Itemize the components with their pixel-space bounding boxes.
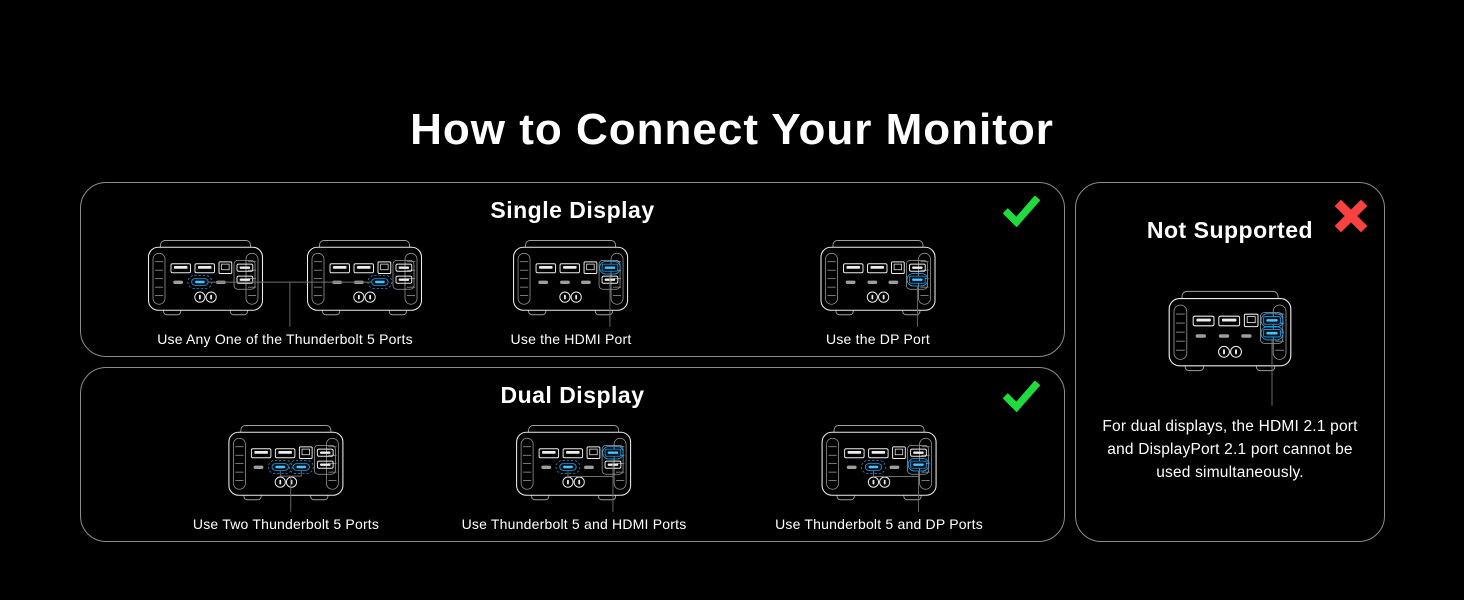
device-illustration: [820, 239, 936, 327]
check-icon: [1003, 196, 1040, 227]
mini-pc-rear: [820, 239, 936, 315]
mini-pc-rear: [228, 424, 344, 500]
not-supported-header: Not Supported: [1146, 199, 1368, 245]
mini-pc-rear: [516, 424, 632, 500]
not-supported-panel: Not Supported For dual displays, the HDM…: [1075, 182, 1385, 542]
not-supported-note: For dual displays, the HDMI 2.1 port and…: [1102, 417, 1358, 482]
mini-pc-rear: [306, 239, 423, 315]
page-title: How to Connect Your Monitor: [410, 105, 1054, 154]
dual-display-header: Dual Display: [81, 368, 1064, 412]
connector-line: [279, 470, 302, 512]
device-illustration: [1168, 290, 1292, 406]
check-icon: [1003, 381, 1040, 412]
device-illustration: [821, 424, 937, 512]
device-illustration: [516, 424, 632, 512]
device-illustration: [228, 424, 344, 512]
figure-label: Use Two Thunderbolt 5 Ports: [192, 515, 380, 532]
mini-pc-rear: [513, 239, 629, 315]
device-figure: Use the HDMI Port: [511, 238, 632, 347]
device-figure: Use Thunderbolt 5 and DP Ports: [775, 423, 983, 532]
figure-label: Use Thunderbolt 5 and HDMI Ports: [461, 515, 687, 532]
figure-label: Use the DP Port: [826, 330, 930, 347]
device-figure: Use Two Thunderbolt 5 Ports: [193, 423, 379, 532]
figure-label: Use Thunderbolt 5 and DP Ports: [775, 515, 983, 532]
device-figure: Use Thunderbolt 5 and HDMI Ports: [462, 423, 687, 532]
connector-line: [208, 281, 372, 327]
connector-line: [872, 470, 919, 512]
mini-pc-rear: [147, 239, 264, 315]
device-illustration: [513, 239, 629, 327]
dual-display-figures: Use Two Thunderbolt 5 Ports Use Thunderbo…: [81, 423, 1064, 535]
dual-display-panel: Dual Display Use Two Thunderbolt 5 Ports…: [80, 367, 1065, 542]
cross-icon: [1334, 199, 1368, 233]
connector-line: [567, 459, 614, 512]
figure-label: Use Any One of the Thunderbolt 5 Ports: [157, 330, 413, 347]
mini-pc-rear: [821, 424, 937, 500]
content-row: Single Display Use Any One of the Thunde…: [80, 182, 1385, 542]
section-title-not-supported: Not Supported: [1146, 217, 1314, 243]
device-illustration: [147, 239, 423, 327]
section-title-single: Single Display: [490, 197, 655, 223]
single-display-header: Single Display: [81, 183, 1064, 227]
single-display-figures: Use Any One of the Thunderbolt 5 Ports Us…: [81, 238, 1064, 350]
section-title-dual: Dual Display: [500, 382, 645, 408]
single-display-panel: Single Display Use Any One of the Thunde…: [80, 182, 1065, 357]
device-figure: Use the DP Port: [818, 238, 938, 347]
figure-label: Use the HDMI Port: [510, 330, 632, 347]
device-figure: Use Any One of the Thunderbolt 5 Ports: [146, 238, 425, 347]
infographic: How to Connect Your Monitor Single Displ…: [80, 105, 1385, 542]
mini-pc-rear: [1168, 290, 1292, 371]
not-supported-figure: [1166, 289, 1294, 409]
display-modes-column: Single Display Use Any One of the Thunde…: [80, 182, 1065, 542]
